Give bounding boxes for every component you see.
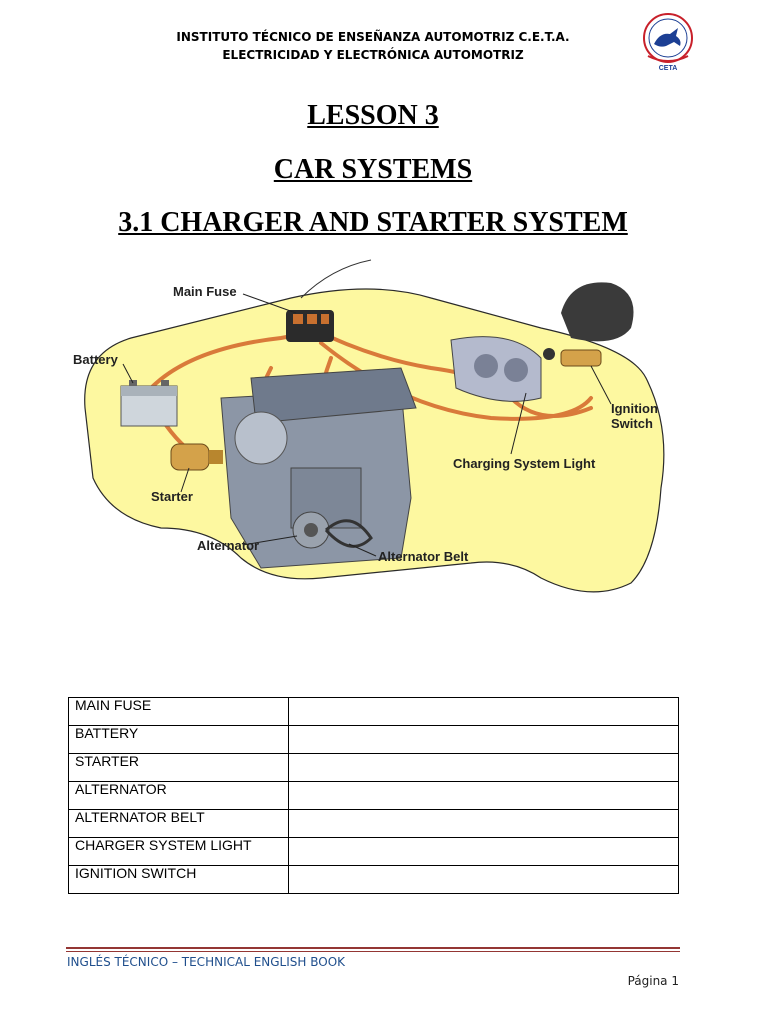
table-row: STARTER: [68, 753, 679, 782]
term-cell: ALTERNATOR: [68, 781, 289, 810]
ceta-logo: CETA: [636, 10, 700, 72]
table-row: CHARGER SYSTEM LIGHT: [68, 837, 679, 866]
page-header: INSTITUTO TÉCNICO DE ENSEÑANZA AUTOMOTRI…: [0, 28, 746, 64]
main-fuse-part: [286, 310, 334, 342]
instrument-cluster: [450, 336, 542, 402]
term-cell: CHARGER SYSTEM LIGHT: [68, 837, 289, 866]
table-row: MAIN FUSE: [68, 697, 679, 726]
term-cell: ALTERNATOR BELT: [68, 809, 289, 838]
table-row: BATTERY: [68, 725, 679, 754]
term-cell: MAIN FUSE: [68, 697, 289, 726]
label-ignition-line1: Ignition: [611, 401, 658, 416]
term-cell: STARTER: [68, 753, 289, 782]
answer-cell[interactable]: [288, 781, 679, 810]
charging-starting-diagram: Main Fuse Battery Starter Alternator Alt…: [71, 258, 675, 624]
answer-cell[interactable]: [288, 809, 679, 838]
term-cell: IGNITION SWITCH: [68, 865, 289, 894]
label-starter: Starter: [151, 489, 193, 504]
page-number: Página 1: [627, 974, 679, 988]
starter-part: [170, 443, 223, 471]
label-alternator-belt: Alternator Belt: [378, 549, 469, 564]
ignition-switch-part: [543, 282, 634, 367]
department-name: ELECTRICIDAD Y ELECTRÓNICA AUTOMOTRIZ: [222, 48, 524, 62]
section-title: 3.1 CHARGER AND STARTER SYSTEM: [118, 207, 628, 238]
logo-text: CETA: [659, 65, 678, 72]
engine-block: [220, 367, 417, 569]
answer-cell[interactable]: [288, 865, 679, 894]
institute-name: INSTITUTO TÉCNICO DE ENSEÑANZA AUTOMOTRI…: [176, 30, 570, 44]
label-charging-system-light: Charging System Light: [453, 456, 596, 471]
answer-cell[interactable]: [288, 753, 679, 782]
battery-part: [120, 380, 178, 427]
parts-vocabulary-table: MAIN FUSE BATTERY STARTER ALTERNATOR ALT…: [68, 697, 679, 894]
label-ignition-line2: Switch: [611, 416, 653, 431]
table-row: ALTERNATOR: [68, 781, 679, 810]
label-main-fuse: Main Fuse: [173, 284, 237, 299]
label-battery: Battery: [73, 352, 119, 367]
subject-title: CAR SYSTEMS: [273, 154, 473, 185]
table-row: IGNITION SWITCH: [68, 865, 679, 894]
footer-rule-thick: [66, 947, 680, 949]
table-row: ALTERNATOR BELT: [68, 809, 679, 838]
label-alternator: Alternator: [197, 538, 259, 553]
alternator-part: [292, 511, 373, 549]
answer-cell[interactable]: [288, 697, 679, 726]
answer-cell[interactable]: [288, 725, 679, 754]
lesson-title: LESSON 3: [307, 100, 439, 131]
footer-rule-thin: [66, 951, 680, 952]
answer-cell[interactable]: [288, 837, 679, 866]
term-cell: BATTERY: [68, 725, 289, 754]
footer-book-title: INGLÉS TÉCNICO – TECHNICAL ENGLISH BOOK: [67, 955, 346, 969]
